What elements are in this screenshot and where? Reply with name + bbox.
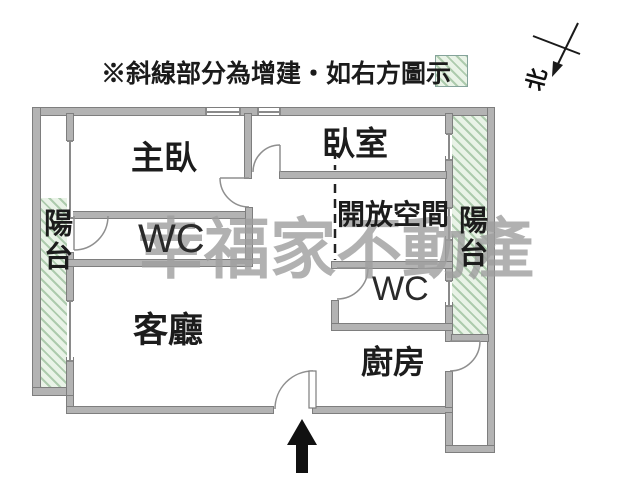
entry-door-leaf <box>308 370 317 409</box>
wall-wc1-top <box>72 211 253 219</box>
room-label-wc-2: WC <box>372 270 429 308</box>
room-label-kitchen: 廚房 <box>361 344 426 380</box>
wall-bedroom-bottom <box>279 171 447 179</box>
entry-arrow <box>287 419 317 473</box>
compass-arrowhead <box>552 61 563 77</box>
room-label-balcony-right: 陽台 <box>454 205 487 271</box>
wall-balcony-inner-a <box>66 113 74 141</box>
window-top-1 <box>205 108 241 115</box>
room-label-master-bedroom: 主臥 <box>131 139 197 176</box>
wall-wc1-bottom <box>66 259 253 267</box>
wall-wc2-bottom <box>331 323 453 331</box>
wall-corridor-bottom <box>445 445 495 453</box>
wall-unit-right-e <box>445 371 453 408</box>
room-label-open-space: 開放空間 <box>337 199 450 230</box>
wall-bottom-left <box>66 406 274 414</box>
window-right-3 <box>446 280 452 307</box>
note-text: ※斜線部分為增建‧如右方圖示 <box>101 60 452 88</box>
wall-balcony-left-bottom <box>32 387 74 396</box>
kitchen-door-arc <box>449 340 481 372</box>
room-label-living-room: 客廳 <box>133 311 204 350</box>
wall-corridor-left <box>445 412 453 453</box>
wall-unit-right-d <box>445 302 453 342</box>
wc1-door-arc <box>73 215 109 251</box>
wall-right-outer <box>487 107 495 453</box>
wall-unit-right-b <box>445 156 453 208</box>
wall-wc1-right <box>245 207 253 267</box>
balcony-right-hatch <box>452 114 488 335</box>
wall-balcony-inner-b <box>66 252 74 301</box>
compass-north-label: 北 <box>522 66 552 94</box>
window-right-2 <box>446 207 452 241</box>
wall-left-lower <box>66 387 74 414</box>
compass-needle-line <box>555 22 579 69</box>
wall-left-outer <box>32 107 41 396</box>
wall-wc2-top <box>331 261 453 269</box>
compass: 北 <box>522 22 581 94</box>
wall-bedroom-divider <box>244 113 252 179</box>
room-label-bedroom: 臥室 <box>322 125 388 162</box>
wall-balcony-inner-c <box>66 357 74 396</box>
wall-unit-right-c <box>445 236 453 281</box>
bedroom-door-arc <box>252 144 281 173</box>
note-hatch-swatch <box>435 55 468 87</box>
balcony-left-hatch <box>40 198 67 388</box>
entry-door-arc <box>274 370 314 410</box>
wall-balcony-corridor-divider <box>451 334 489 342</box>
wall-bottom-right <box>312 406 453 414</box>
window-top-2 <box>257 108 281 115</box>
window-left-1 <box>67 140 73 219</box>
window-left-2 <box>67 300 73 362</box>
room-label-wc-1: WC <box>138 217 205 261</box>
wall-wc2-left <box>331 300 339 331</box>
compass-cross-line <box>532 35 581 55</box>
room-label-balcony-left: 陽台 <box>39 208 72 274</box>
wall-unit-right-a <box>445 113 453 134</box>
window-right-1 <box>446 133 452 161</box>
